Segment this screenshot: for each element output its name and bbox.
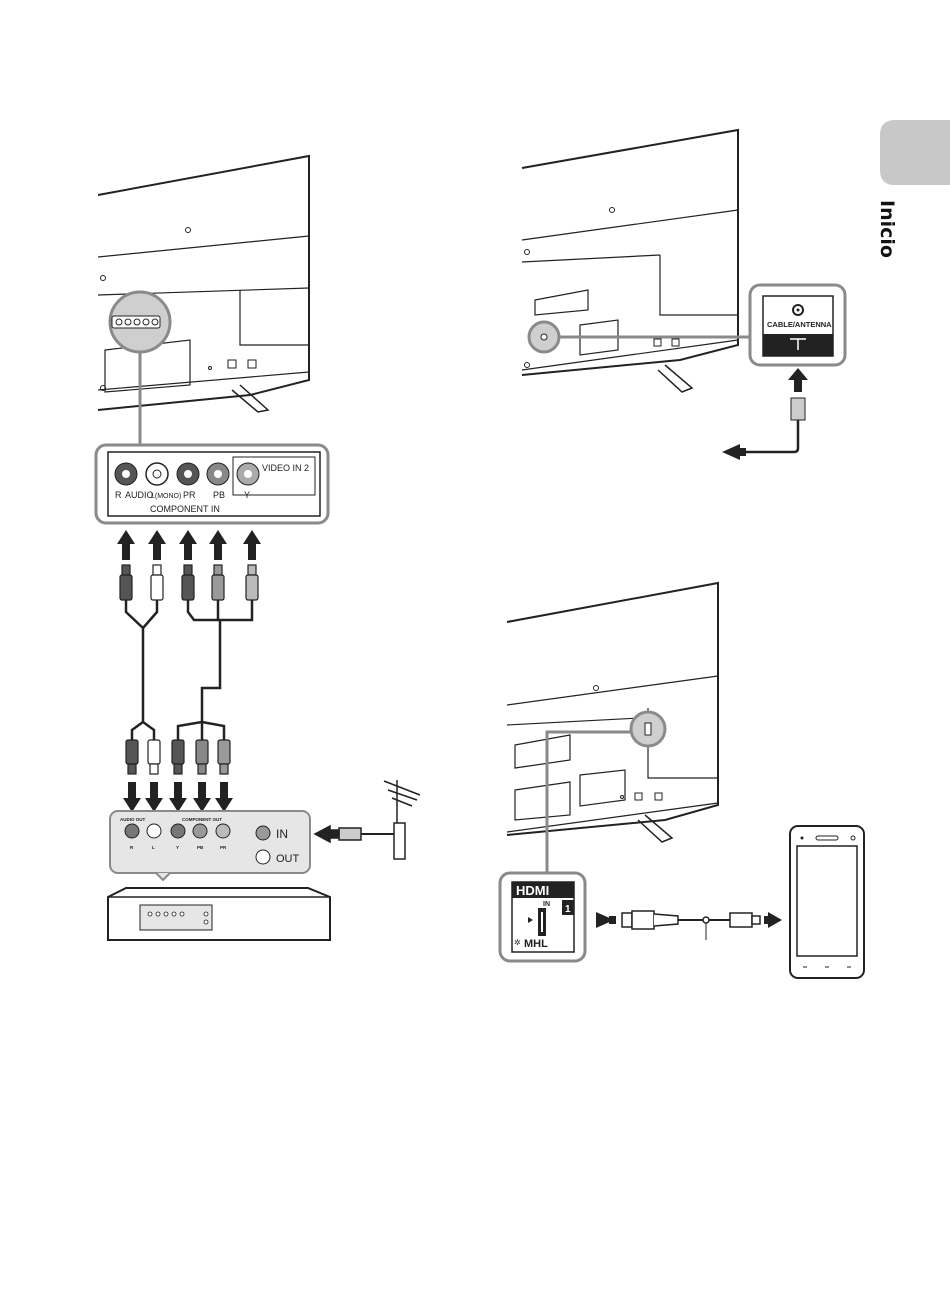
rca-plugs-upper	[120, 565, 258, 600]
jack-label: PB	[213, 490, 225, 500]
jack-label: R	[115, 490, 122, 500]
component-jack	[207, 463, 229, 485]
device-jack-label: PB	[197, 845, 204, 850]
component-jack	[177, 463, 199, 485]
cable-antenna-label: CABLE/ANTENNA	[767, 320, 832, 329]
device-jack-label: L	[152, 845, 155, 850]
down-arrows	[123, 782, 233, 812]
jack-label: AUDIO	[125, 490, 154, 500]
mhl-cable	[596, 911, 782, 940]
antenna-cable	[722, 368, 808, 460]
audio-out-label: AUDIO OUT	[120, 817, 146, 822]
zoom-circle-antenna	[529, 322, 750, 352]
out-label: OUT	[276, 853, 300, 865]
jack-label: Y	[244, 490, 250, 500]
up-arrows	[117, 530, 261, 560]
video-in-label: VIDEO IN 2	[262, 463, 309, 473]
hdmi-port-number: 1	[565, 904, 571, 915]
side-tab: Inicio	[876, 120, 950, 258]
hdmi-in-label: IN	[543, 901, 550, 908]
mhl-label: MHL	[524, 938, 548, 950]
component-jack	[237, 463, 259, 485]
source-device-box	[108, 888, 330, 940]
rca-plugs-lower	[126, 740, 230, 774]
mhl-icon: ✲	[514, 938, 521, 947]
component-jack	[115, 463, 137, 485]
tv-rear-antenna	[522, 130, 738, 392]
side-tab-label: Inicio	[876, 200, 898, 258]
component-out-label: COMPONENT OUT	[182, 817, 222, 822]
in-label: IN	[276, 827, 288, 841]
antenna-icon	[315, 780, 420, 859]
smartphone-icon	[790, 826, 864, 978]
tv-rear-component	[98, 156, 309, 412]
hdmi-logo: HDMI	[516, 883, 549, 898]
component-jack	[146, 463, 168, 485]
device-jack-label: PR	[220, 845, 227, 850]
component-in-label: COMPONENT IN	[150, 504, 220, 514]
component-in-panel: R AUDIO L(MONO) PR PB Y VIDEO IN 2 COMPO…	[96, 445, 328, 523]
hdmi-input-panel: HDMI IN 1 MHL ✲	[500, 873, 585, 961]
antenna-input-panel: CABLE/ANTENNA	[750, 285, 845, 365]
tv-rear-hdmi	[507, 583, 718, 842]
zoom-circle-component	[110, 292, 170, 445]
device-jack-label: Y	[176, 845, 179, 850]
source-device-panel: AUDIO OUT COMPONENT OUT R L Y PB PR IN O…	[110, 811, 310, 880]
component-cables	[126, 600, 252, 740]
jack-label: PR	[183, 490, 196, 500]
jack-label: L(MONO)	[151, 493, 181, 500]
